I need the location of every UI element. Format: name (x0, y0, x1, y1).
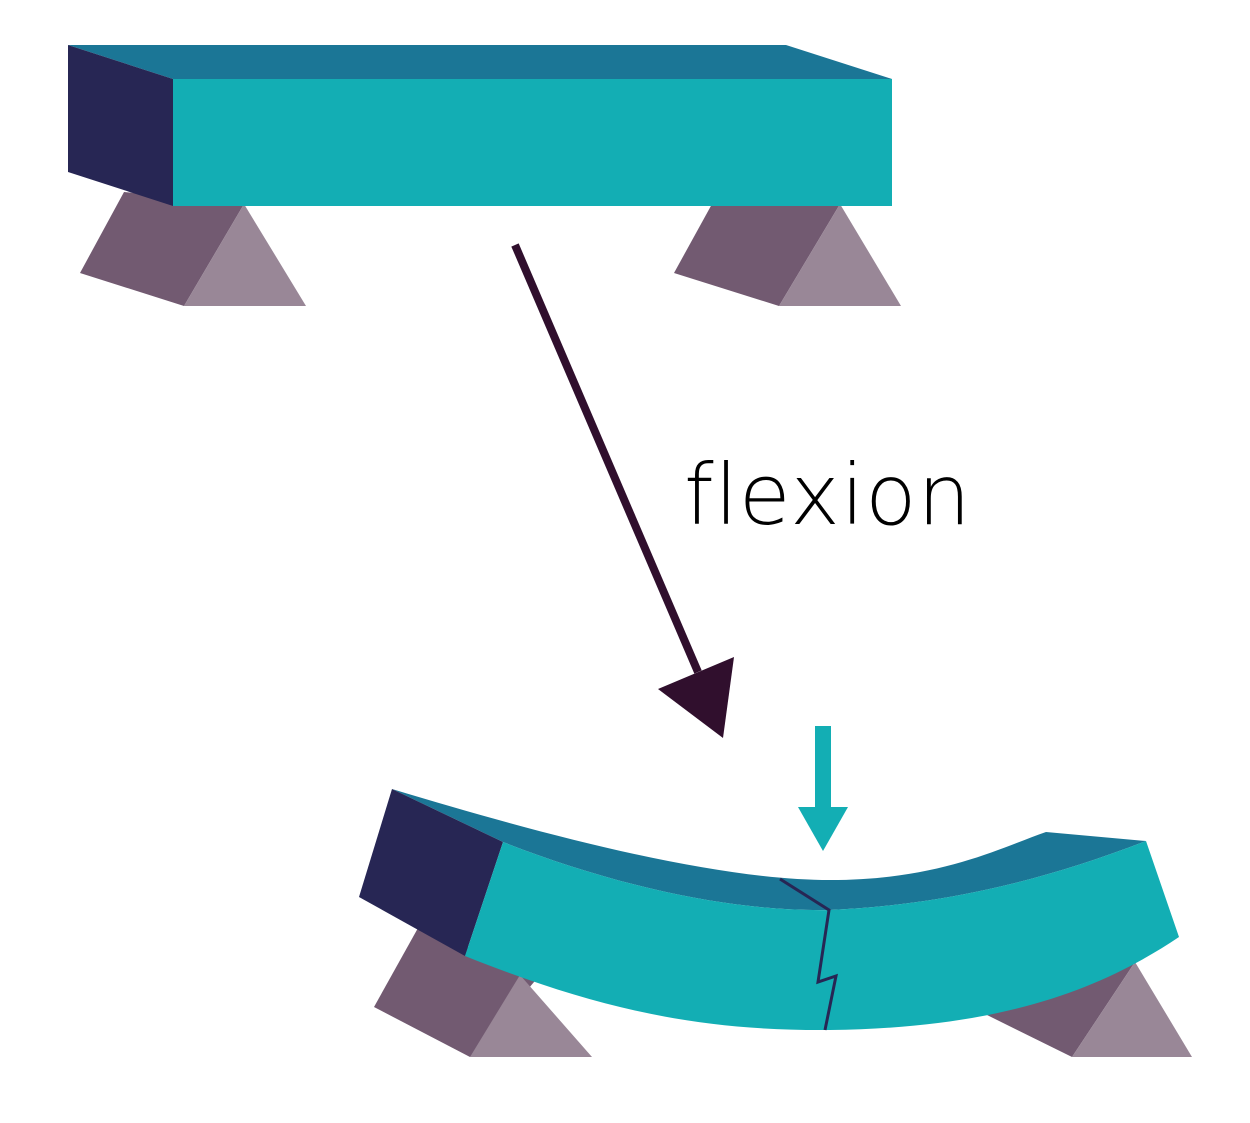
support-front-face (184, 204, 306, 306)
transition-arrow (511, 243, 734, 738)
flexion-label: flexion (684, 446, 972, 544)
beam-front-face (173, 79, 892, 206)
bent-beam-assembly (359, 789, 1192, 1057)
right-support-top (674, 204, 901, 306)
arrow-head (658, 657, 734, 738)
beam-end-face (68, 45, 173, 206)
bent-beam (359, 789, 1179, 1031)
support-front-face (1072, 962, 1192, 1057)
load-arrow (798, 726, 848, 851)
support-front-face (779, 204, 901, 306)
left-support-top (80, 192, 306, 306)
load-arrow-shaft (815, 726, 831, 810)
load-arrow-head (798, 807, 848, 851)
crack-line (779, 877, 838, 1031)
arrow-shaft (511, 243, 702, 674)
support-side-face (80, 192, 244, 306)
bent-beam-end-face (359, 789, 503, 956)
support-side-face (674, 204, 840, 306)
support-front-face (470, 975, 592, 1057)
bent-beam-front-face (465, 841, 1179, 1031)
bent-beam-top-face (392, 789, 1146, 911)
straight-beam (68, 45, 892, 206)
beam-top-face (68, 45, 892, 79)
straight-beam-assembly (68, 45, 901, 306)
